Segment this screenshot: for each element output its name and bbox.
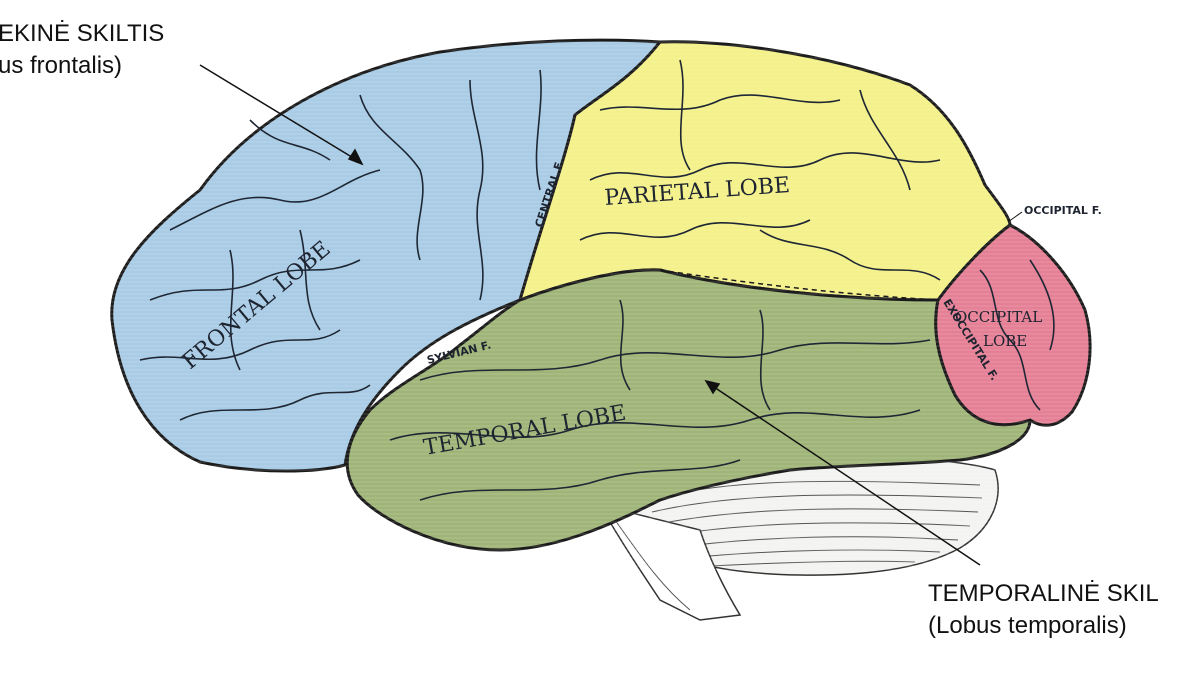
occipital-lobe-label-line-2: LOBE: [983, 332, 1027, 350]
temporal-callout-title: TEMPORALINĖ SKIL: [928, 580, 1159, 607]
occipital-fissure-label: OCCIPITAL F.: [1024, 204, 1102, 217]
occipital-fissure-leader: [1007, 211, 1023, 223]
parietal-gyri: [579, 59, 941, 281]
parieto-temporal-dashed-boundary: [659, 269, 939, 301]
occipital-lobe-label-line-1: OCCIPITAL: [955, 308, 1042, 326]
occipital-gyri: [979, 259, 1055, 411]
temporal-leader-line: [707, 382, 981, 566]
leader-lines: [199, 64, 1023, 566]
frontal-callout-title: EKINĖ SKILTIS: [0, 20, 165, 47]
frontal-leader-line: [199, 64, 361, 163]
frontal-callout-latin: us frontalis): [0, 52, 123, 79]
frontal-leader-arrowhead: [347, 148, 364, 166]
frontal-gyri: [139, 69, 542, 421]
temporal-leader-arrowhead: [704, 379, 721, 395]
temporal-lobe-callout: TEMPORALINĖ SKIL (Lobus temporalis): [928, 578, 1159, 642]
temporal-gyri: [389, 299, 931, 501]
frontal-lobe-callout: EKINĖ SKILTIS us frontalis): [0, 18, 164, 82]
temporal-callout-latin: (Lobus temporalis): [928, 612, 1127, 639]
